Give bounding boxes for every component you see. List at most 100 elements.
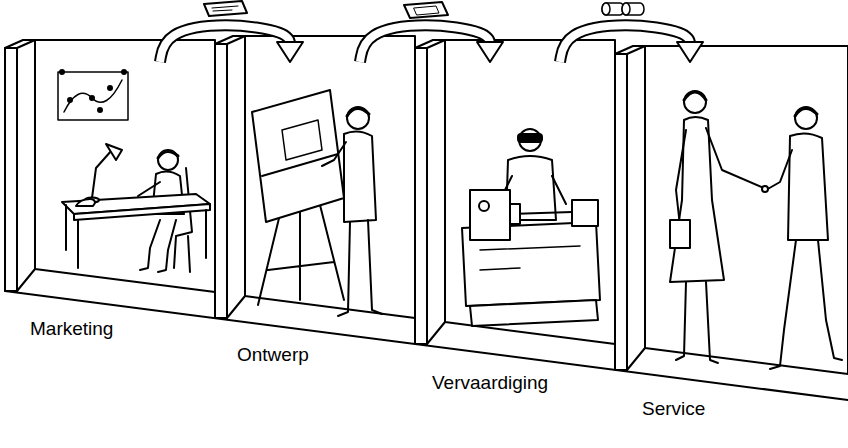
wall-front	[5, 48, 17, 291]
wall-top	[415, 40, 445, 48]
wall-front	[615, 54, 627, 370]
blueprint-icon	[404, 2, 448, 18]
transfer-items	[204, 1, 644, 18]
person-body	[788, 133, 828, 240]
person-arm	[676, 130, 686, 226]
lathe-headstock	[470, 190, 510, 240]
desk-legs	[66, 205, 206, 268]
telephone	[76, 199, 95, 206]
wall-front	[215, 44, 227, 318]
back-wall	[645, 46, 848, 374]
blueprint-detail	[414, 6, 439, 15]
partition-walls	[5, 36, 645, 370]
room-label: Service	[640, 398, 707, 420]
wall-top	[215, 36, 245, 44]
arrow-head	[477, 42, 503, 62]
chart-curve	[64, 80, 122, 112]
manufacturing-scene	[462, 129, 600, 326]
person-hair	[684, 92, 706, 100]
person-legs	[770, 240, 842, 369]
person-hair	[795, 108, 817, 116]
back-wall	[245, 36, 415, 318]
chart-dot	[98, 108, 102, 112]
wall-top	[615, 46, 645, 54]
floor-edge	[427, 322, 445, 344]
handshake	[762, 186, 768, 192]
folder	[670, 220, 690, 248]
person-head	[684, 91, 706, 113]
chart-pin	[122, 70, 126, 74]
part-cylinder-end	[602, 3, 610, 15]
floor-edge	[17, 269, 35, 291]
person-head	[158, 150, 178, 170]
arrow-body	[560, 25, 690, 62]
floor-edge	[627, 348, 645, 370]
room-node: Service	[615, 62, 843, 424]
room-label: Marketing	[28, 318, 115, 340]
floor-edge	[227, 296, 245, 318]
part-cylinder	[622, 3, 644, 15]
parallel-rule	[262, 154, 338, 176]
service-scene	[670, 91, 842, 369]
lamp-shade	[106, 144, 122, 160]
person-arm	[766, 150, 792, 190]
back-walls	[35, 36, 848, 374]
flow-arrow	[560, 25, 703, 62]
person-dress	[670, 117, 724, 282]
flow-arrow	[160, 25, 303, 62]
document-lines	[212, 6, 238, 11]
person-arm	[706, 128, 764, 188]
chart-dot	[90, 96, 94, 100]
arrow-head	[277, 42, 303, 62]
document-icon	[204, 1, 247, 16]
safety-goggles	[518, 134, 542, 142]
person-head	[795, 107, 817, 129]
room-node: Marketing	[5, 62, 215, 344]
chart-dot	[68, 98, 72, 102]
person-arm	[138, 182, 160, 196]
person-hair	[347, 108, 369, 116]
lathe-tailstock	[572, 200, 598, 226]
wall-front	[415, 48, 427, 344]
room-node: Vervaardiging	[415, 62, 615, 398]
person-body	[344, 131, 376, 222]
chart-pin	[60, 70, 64, 74]
drawing-sheet	[282, 120, 322, 160]
part-cylinder-end	[622, 3, 630, 15]
design-scene	[252, 90, 382, 316]
drafting-board	[252, 90, 344, 222]
room-label: Vervaardiging	[430, 372, 550, 394]
person-legs	[676, 282, 718, 363]
desk-edge	[74, 204, 210, 220]
flow-arrow	[360, 25, 503, 62]
part-cylinder	[602, 3, 624, 15]
wall-chart	[58, 72, 128, 120]
person-head	[347, 107, 369, 129]
arrow-outline	[160, 25, 290, 62]
arrow-body	[160, 25, 290, 62]
lathe-panel	[480, 246, 580, 270]
back-wall	[445, 40, 615, 344]
arrow-head	[677, 42, 703, 62]
person-legs	[338, 220, 382, 316]
person-hair	[158, 151, 178, 158]
room-node: Ontwerp	[215, 62, 415, 370]
lathe-dial	[479, 201, 489, 211]
back-wall	[35, 40, 215, 292]
lathe-chuck	[510, 204, 520, 224]
person-legs	[140, 220, 176, 272]
person-head	[519, 129, 541, 151]
lathe-cabinet	[470, 300, 598, 326]
arrow-body	[360, 25, 490, 62]
wall-top	[5, 40, 35, 48]
person-arm	[322, 142, 346, 166]
arrow-outline	[360, 25, 490, 62]
desk-lamp	[92, 150, 112, 198]
marketing-scene	[58, 70, 210, 272]
chart-dot	[108, 86, 112, 90]
arrow-outline	[560, 25, 690, 62]
